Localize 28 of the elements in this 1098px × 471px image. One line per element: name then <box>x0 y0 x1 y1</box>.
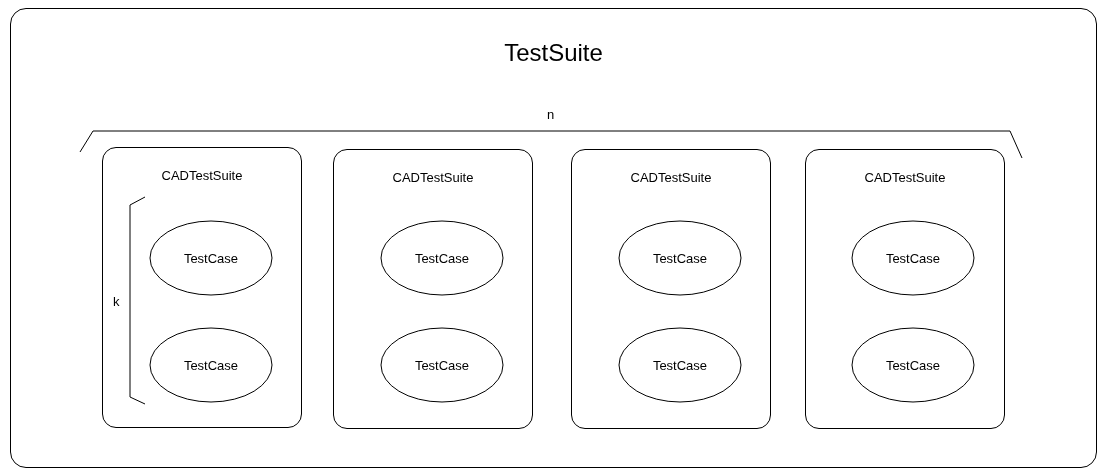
ellipse-node <box>149 220 273 296</box>
ellipse-node <box>851 327 975 403</box>
ellipse-node <box>149 327 273 403</box>
container-box <box>10 8 1097 468</box>
bracket-label: n <box>547 107 555 122</box>
group-box <box>571 149 771 429</box>
ellipse-node <box>851 220 975 296</box>
ellipse-node <box>380 327 504 403</box>
ellipse-node <box>380 220 504 296</box>
group-box <box>805 149 1005 429</box>
node-label: TestCase <box>183 357 239 373</box>
node-label: TestCase <box>652 357 708 373</box>
node-label: TestCase <box>885 357 941 373</box>
group-box <box>333 149 533 429</box>
node-label: TestCase <box>414 250 470 266</box>
group-title: CADTestSuite <box>864 170 946 185</box>
group-title: CADTestSuite <box>630 170 712 185</box>
node-label: TestCase <box>183 250 239 266</box>
container-title: TestSuite <box>504 39 603 67</box>
node-label: TestCase <box>652 250 708 266</box>
bracket-label: k <box>113 294 120 309</box>
group-title: CADTestSuite <box>161 168 243 183</box>
node-label: TestCase <box>414 357 470 373</box>
group-title: CADTestSuite <box>392 170 474 185</box>
group-box <box>102 147 302 428</box>
node-label: TestCase <box>885 250 941 266</box>
ellipse-node <box>618 327 742 403</box>
ellipse-node <box>618 220 742 296</box>
